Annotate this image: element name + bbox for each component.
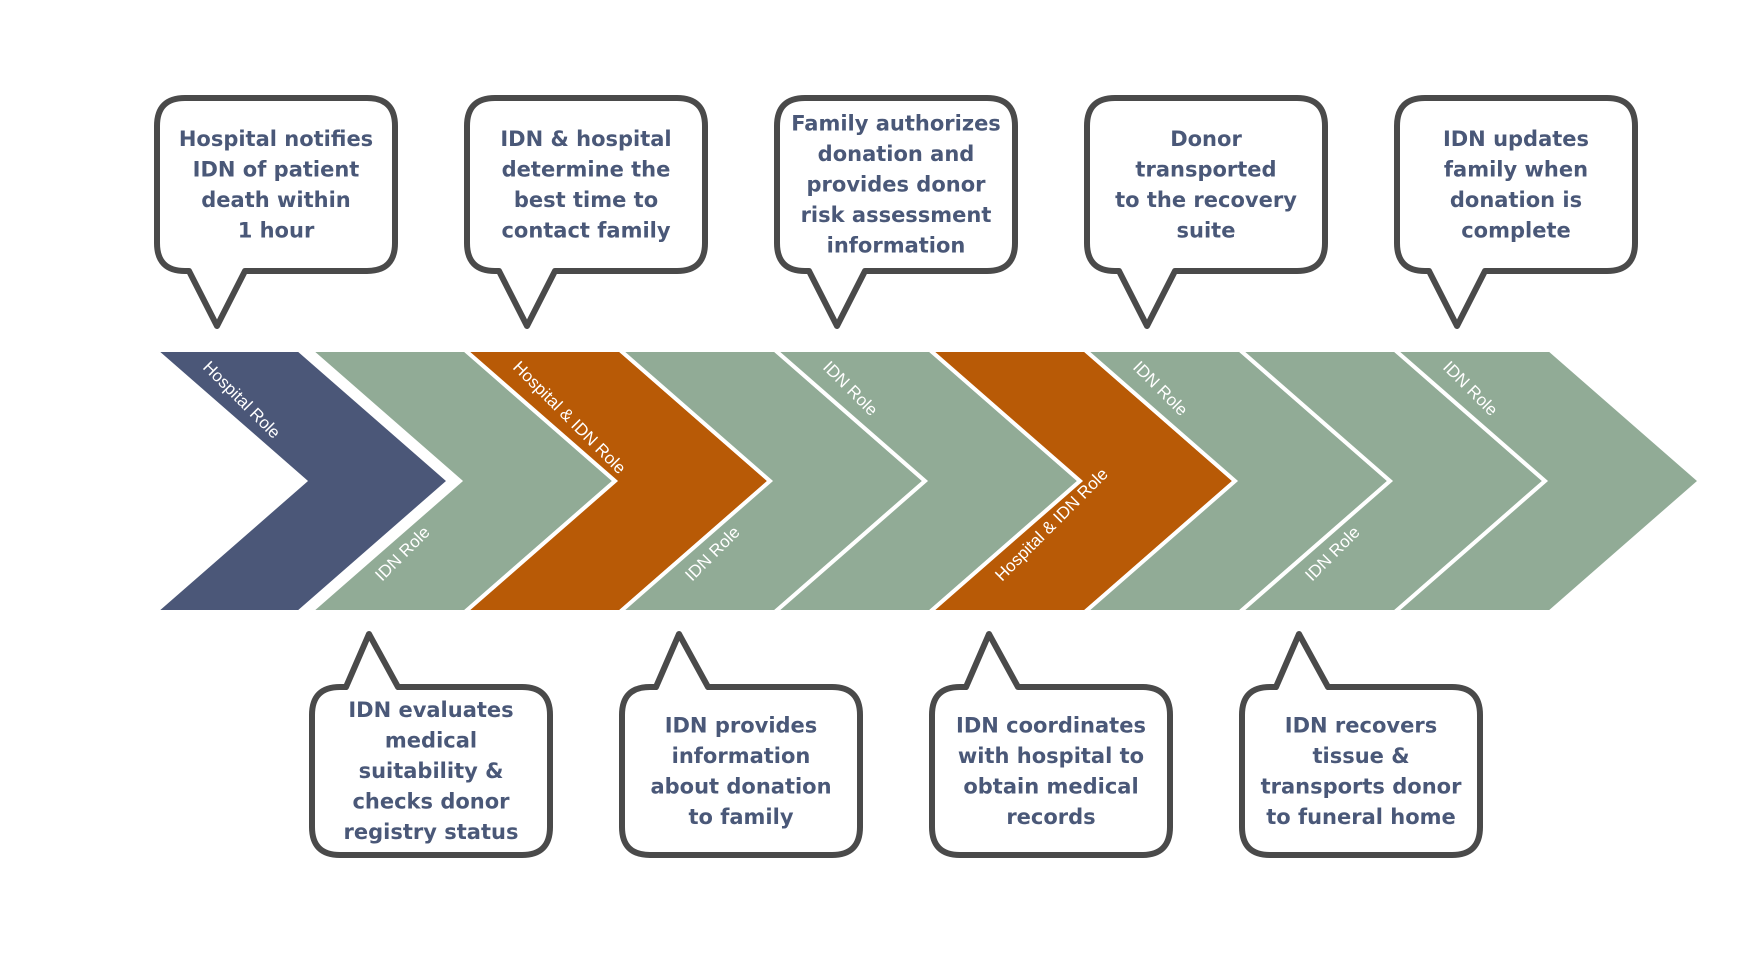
callout-shape	[464, 95, 708, 329]
callout-text-line: IDN updates	[1443, 127, 1589, 151]
callout-text-line: IDN coordinates	[956, 713, 1146, 737]
callout-shape	[619, 631, 863, 858]
callout-step-2: IDN evaluates medical suitability & checks …	[309, 631, 553, 858]
callout-text-line: 1 hour	[238, 218, 315, 242]
callout-text-line: to the recovery	[1115, 188, 1297, 212]
callout-step-6: IDN coordinates with hospital to obtain me…	[929, 631, 1173, 858]
callout-text-line: Family authorizes	[791, 112, 1001, 136]
callout-text-line: IDN evaluates	[348, 698, 513, 722]
callout-text-line: obtain medical	[963, 774, 1138, 798]
callout-text-line: suitability &	[359, 759, 504, 783]
callout-step-7: Donor transported to the recovery suite	[1084, 95, 1328, 329]
callout-text-line: transports donor	[1261, 774, 1463, 798]
callout-text-line: determine the	[502, 157, 671, 181]
callout-step-3: IDN & hospital determine the best time to c…	[464, 95, 708, 329]
callout-text-line: suite	[1177, 218, 1236, 242]
callout-text-line: donation is	[1450, 188, 1582, 212]
callout-text-line: information	[672, 744, 811, 768]
callout-step-5: Family authorizes donation and provides do…	[774, 95, 1018, 329]
callout-shape	[1239, 631, 1483, 858]
callout-text-line: information	[827, 234, 966, 258]
callout-text-line: IDN provides	[665, 713, 818, 737]
callout-text-line: to funeral home	[1266, 805, 1456, 829]
chevron-step-9	[1389, 348, 1704, 614]
callout-text-line: Hospital notifies	[179, 127, 373, 151]
callout-shape	[154, 95, 398, 329]
callout-text-line: with hospital to	[958, 744, 1144, 768]
callout-text-line: Donor	[1170, 127, 1242, 151]
callout-shape	[774, 95, 1018, 329]
callout-text-line: provides donor	[807, 173, 987, 197]
chevron-step-1	[149, 348, 453, 614]
callout-text-line: medical	[385, 729, 477, 753]
callout-shape	[929, 631, 1173, 858]
callout-step-4: IDN provides information about donation to …	[619, 631, 863, 858]
callout-text-line: IDN of patient	[193, 157, 360, 181]
callout-text-line: donation and	[818, 142, 975, 166]
callout-text-line: risk assessment	[801, 203, 992, 227]
callout-text-line: records	[1006, 805, 1095, 829]
callout-text-line: contact family	[501, 218, 670, 242]
callout-step-9: IDN updates family when donation is complet…	[1394, 95, 1638, 329]
callout-text-line: IDN recovers	[1285, 713, 1437, 737]
callout-shape	[309, 631, 553, 858]
callout-shape	[1084, 95, 1328, 329]
callout-shape	[1394, 95, 1638, 329]
callout-text-line: IDN & hospital	[500, 127, 671, 151]
callout-text-line: to family	[688, 805, 793, 829]
callout-text-line: transported	[1135, 157, 1276, 181]
callout-text-line: registry status	[344, 820, 519, 844]
callout-text-line: complete	[1461, 218, 1571, 242]
callout-text-line: family when	[1444, 157, 1588, 181]
callout-text-line: death within	[201, 188, 350, 212]
callout-step-8: IDN recovers tissue & transports donor to f…	[1239, 631, 1483, 858]
callout-text-line: best time to	[514, 188, 658, 212]
callout-text-line: checks donor	[352, 790, 510, 814]
callout-text-line: about donation	[650, 774, 831, 798]
callout-text-line: tissue &	[1312, 744, 1409, 768]
